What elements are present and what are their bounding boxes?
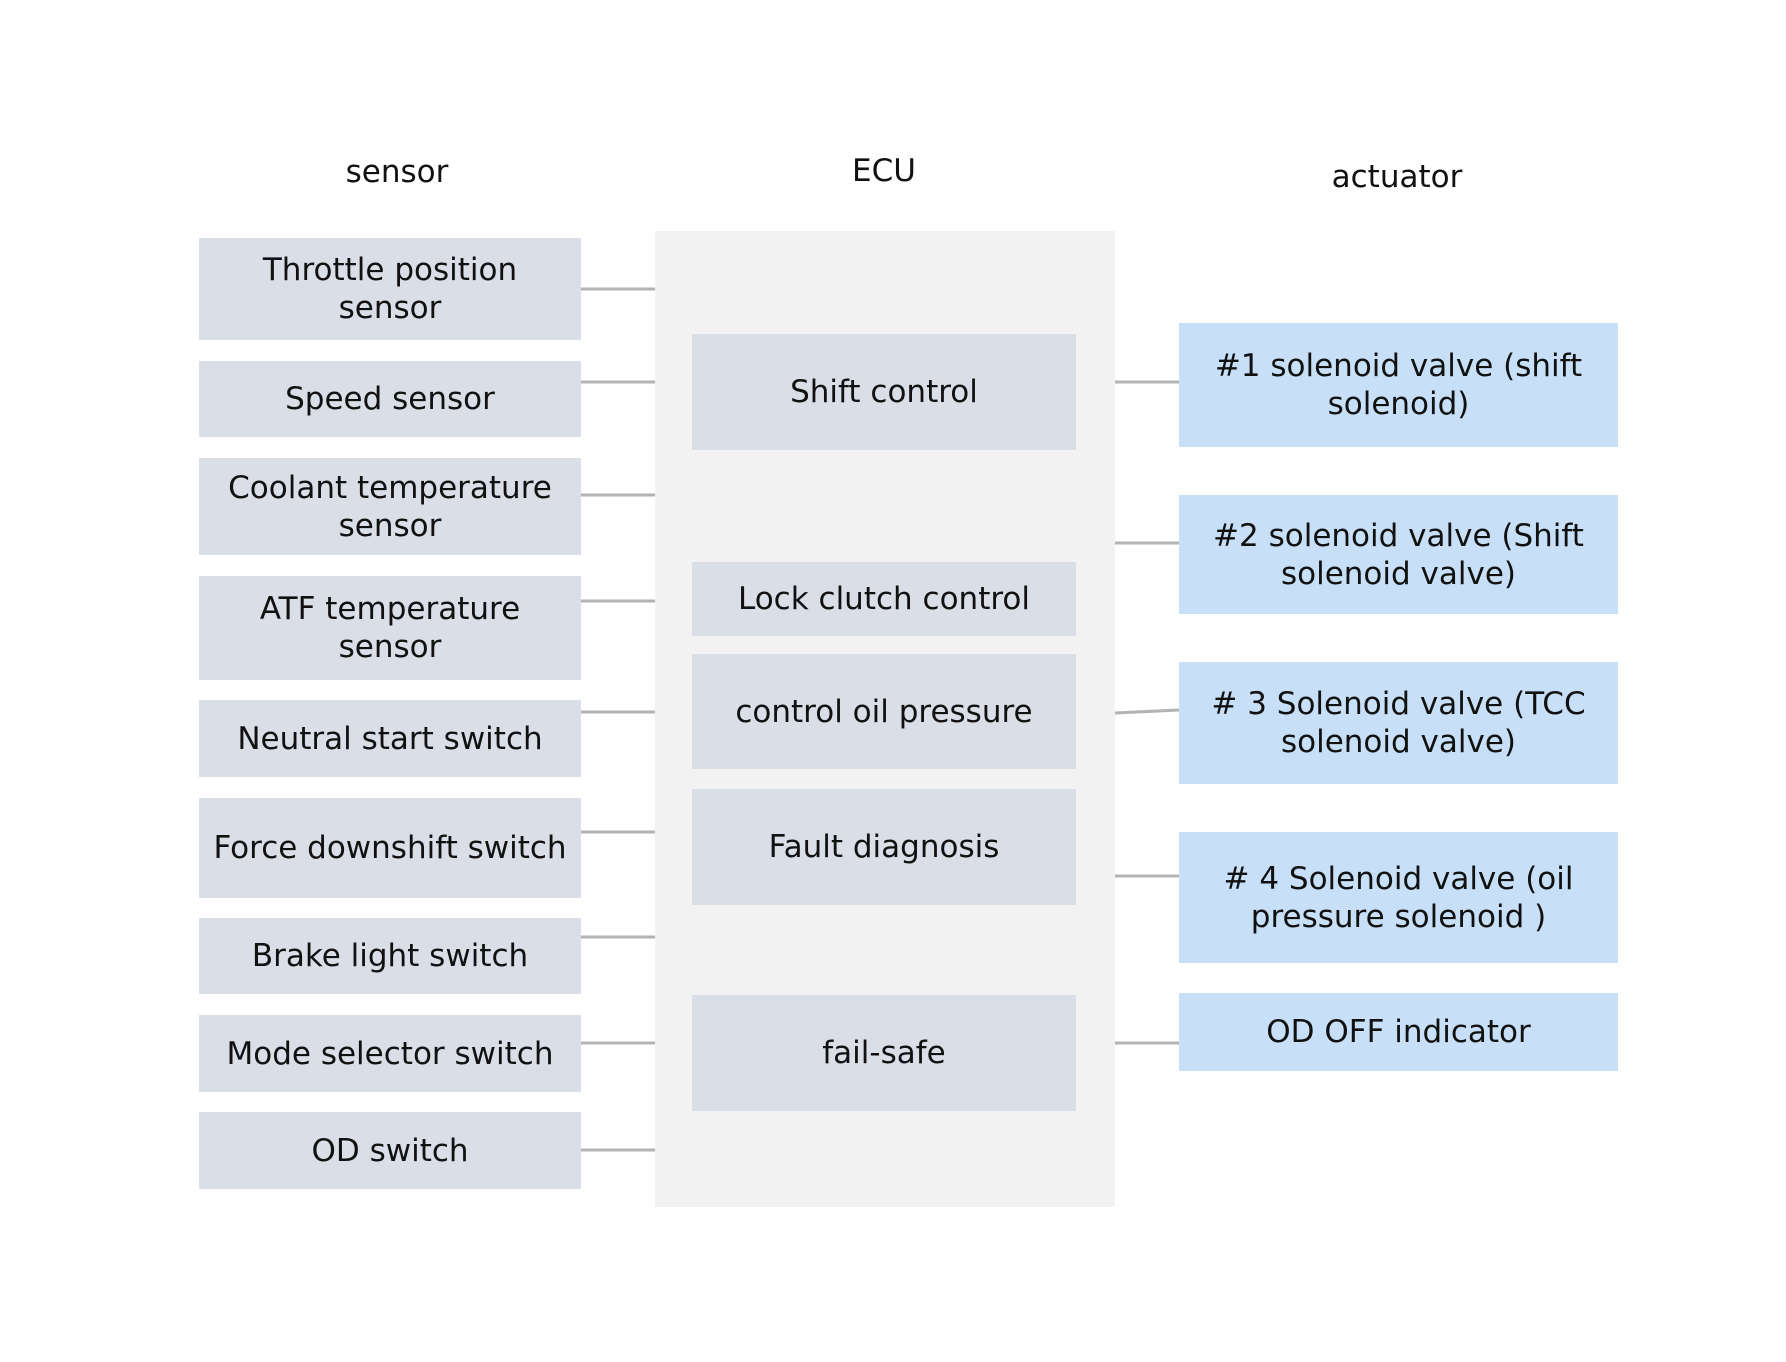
sensor-column-title: sensor bbox=[345, 154, 449, 190]
actuator-column-title: actuator bbox=[1331, 159, 1463, 195]
actuator-solenoid-1: #1 solenoid valve (shift solenoid) bbox=[1179, 323, 1618, 447]
ecu-fault-diagnosis: Fault diagnosis bbox=[692, 789, 1076, 905]
actuator-solenoid-2: #2 solenoid valve (Shift solenoid valve) bbox=[1179, 495, 1618, 614]
sensor-od-switch: OD switch bbox=[199, 1112, 581, 1189]
actuator-solenoid-4: # 4 Solenoid valve (oil pressure solenoi… bbox=[1179, 832, 1618, 963]
sensor-coolant-temperature: Coolant temperature sensor bbox=[199, 458, 581, 555]
sensor-brake-light-switch: Brake light switch bbox=[199, 918, 581, 994]
sensor-atf-temperature: ATF temperature sensor bbox=[199, 576, 581, 680]
sensor-mode-selector-switch: Mode selector switch bbox=[199, 1015, 581, 1092]
actuator-od-off-indicator: OD OFF indicator bbox=[1179, 993, 1618, 1071]
actuator-solenoid-3: # 3 Solenoid valve (TCC solenoid valve) bbox=[1179, 662, 1618, 784]
sensor-neutral-start-switch: Neutral start switch bbox=[199, 700, 581, 777]
ecu-control-oil-pressure: control oil pressure bbox=[692, 654, 1076, 769]
sensor-force-downshift-switch: Force downshift switch bbox=[199, 798, 581, 898]
connector-solenoid-3 bbox=[1114, 708, 1180, 715]
ecu-shift-control: Shift control bbox=[692, 334, 1076, 450]
ecu-fail-safe: fail-safe bbox=[692, 995, 1076, 1111]
ecu-column-title: ECU bbox=[852, 153, 916, 189]
sensor-speed: Speed sensor bbox=[199, 361, 581, 437]
sensor-throttle-position: Throttle position sensor bbox=[199, 238, 581, 340]
ecu-lock-clutch-control: Lock clutch control bbox=[692, 562, 1076, 636]
